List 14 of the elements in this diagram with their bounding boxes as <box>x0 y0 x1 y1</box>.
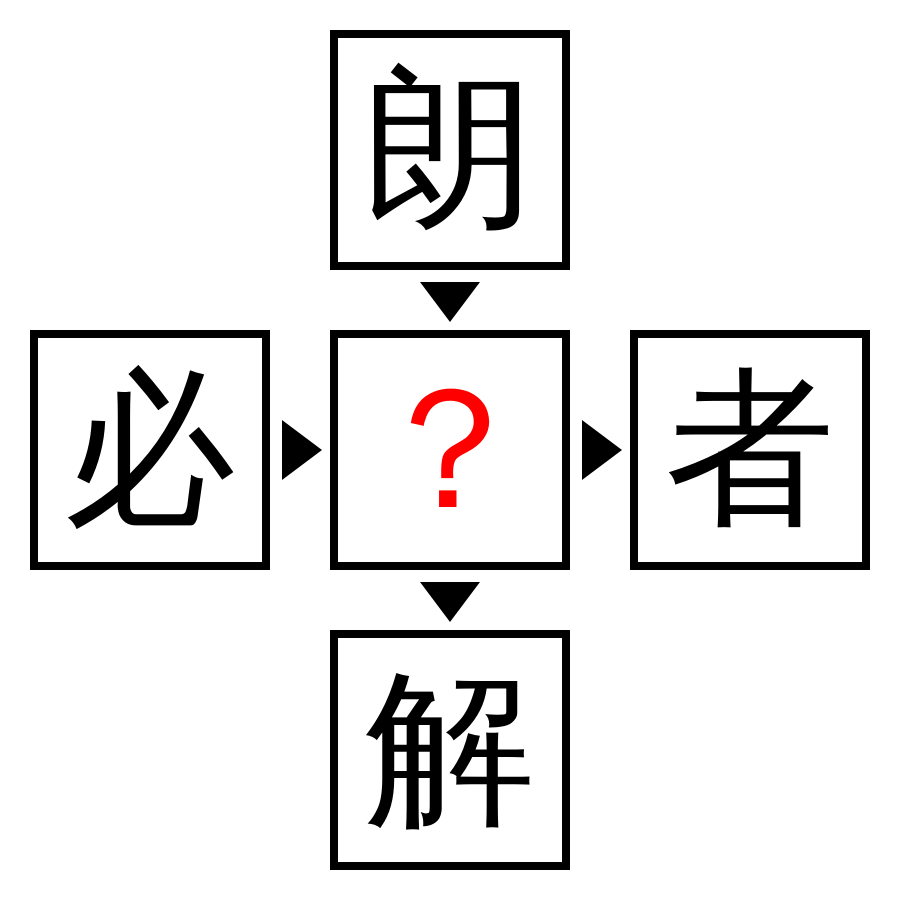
arrow <box>420 582 480 622</box>
character-box <box>330 630 570 870</box>
character-box <box>330 330 570 570</box>
character: 解 <box>365 665 535 835</box>
character: 者 <box>665 365 835 535</box>
character-box <box>30 330 270 570</box>
character: 朗 <box>365 65 535 235</box>
arrow <box>420 282 480 322</box>
character-box <box>330 30 570 270</box>
arrow <box>582 420 622 480</box>
question-mark: ？ <box>365 365 535 535</box>
arrow <box>282 420 322 480</box>
character: 必 <box>65 365 235 535</box>
character-box <box>630 330 870 570</box>
